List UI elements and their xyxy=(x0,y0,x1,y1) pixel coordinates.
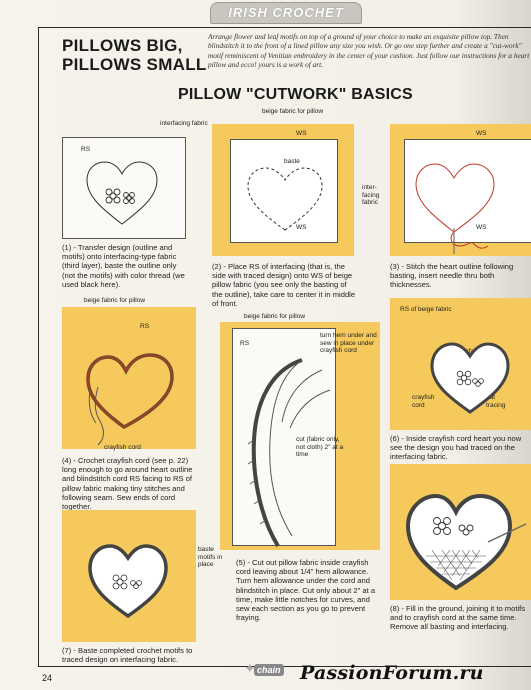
step4-caption: (4) - Crochet crayfish cord (see p. 22) … xyxy=(62,456,193,512)
page-number: 24 xyxy=(42,673,53,683)
step6-illustration: RS of beige fabric RS of interfacing fab… xyxy=(390,298,531,430)
step3-illustration: WS WS xyxy=(390,124,531,256)
page-frame xyxy=(38,27,531,667)
step4-illustration: RS xyxy=(62,307,196,449)
chain-badge: chain xyxy=(254,664,284,676)
step1-illustration: RS xyxy=(62,137,186,239)
step7-label: baste motifs in place xyxy=(198,546,223,568)
step1-caption: (1) - Transfer design (outline and motif… xyxy=(62,243,185,289)
section-title: PILLOW "CUTWORK" BASICS xyxy=(178,86,413,103)
section-banner: IRISH CROCHET xyxy=(210,2,362,24)
stitched-heart-icon xyxy=(415,163,495,254)
step7-caption: (7) - Baste completed crochet motifs to … xyxy=(62,646,193,665)
step7-illustration xyxy=(62,510,196,642)
revealed-design-icon xyxy=(430,342,510,414)
watermark: PassionForum.ru xyxy=(300,662,484,684)
step3-caption: (3) - Stitch the heart outline following… xyxy=(390,262,514,290)
step2-label: beige fabric for pillow xyxy=(262,108,324,115)
step5-turn-label: turn hem under and sew in place under cr… xyxy=(320,332,377,354)
page-title: PILLOWS BIG, PILLOWS SMALL xyxy=(62,36,207,74)
step4-crayfish-label: crayfish cord xyxy=(104,444,141,451)
cutting-hem-icon xyxy=(247,358,331,548)
step5-illustration: RS xyxy=(220,322,380,550)
step6-caption: (6) - Inside crayfish cord heart you now… xyxy=(390,434,522,462)
step2-illustration: WS WS baste inter- facing fabric xyxy=(212,124,379,256)
step5-caption: (5) - Cut out pillow fabric inside crayf… xyxy=(236,558,376,623)
heart-outline-icon xyxy=(86,161,158,225)
step4-label: beige fabric for pillow xyxy=(84,297,146,304)
step8-illustration xyxy=(390,464,531,600)
crayfish-cord-heart-icon xyxy=(86,353,174,446)
star-icon: ✦ xyxy=(244,660,256,676)
step5-label: beige fabric for pillow xyxy=(244,313,306,320)
basted-motifs-heart-icon xyxy=(88,544,168,619)
step1-label: interfacing fabric xyxy=(160,120,208,127)
basted-heart-icon xyxy=(247,167,323,231)
intro-text: Arrange flower and leaf motifs on top of… xyxy=(208,32,530,70)
step8-caption: (8) - Fill in the ground, joining it to … xyxy=(390,604,526,632)
step2-caption: (2) - Place RS of interfacing (that is, … xyxy=(212,262,356,308)
filled-ground-heart-icon xyxy=(405,493,527,591)
step5-cut-label: cut (fabric only, not cloth) 2" at a tim… xyxy=(296,436,344,458)
